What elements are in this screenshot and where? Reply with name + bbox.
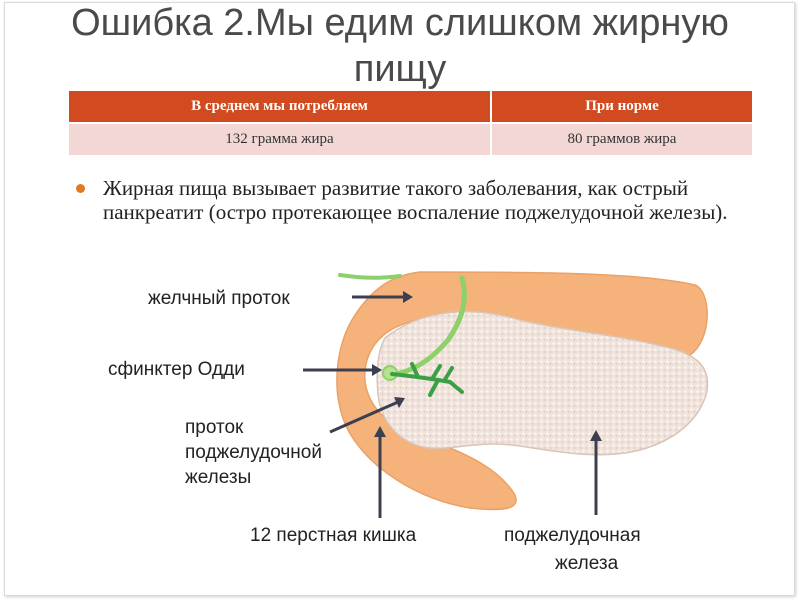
label-pancreas-line2: железа — [555, 551, 618, 576]
label-pancreatic-duct-line2: поджелудочной — [185, 440, 322, 465]
label-bile-duct: желчный проток — [148, 286, 290, 311]
label-pancreas-line1: поджелудочная — [504, 523, 641, 548]
label-pancreatic-duct-line3: железы — [185, 465, 251, 490]
label-pancreatic-duct-line1: проток — [185, 415, 243, 440]
label-oddi-sphincter: сфинктер Одди — [108, 357, 245, 382]
label-duodenum: 12 перстная кишка — [250, 523, 416, 548]
bile-duct-top — [340, 275, 400, 278]
